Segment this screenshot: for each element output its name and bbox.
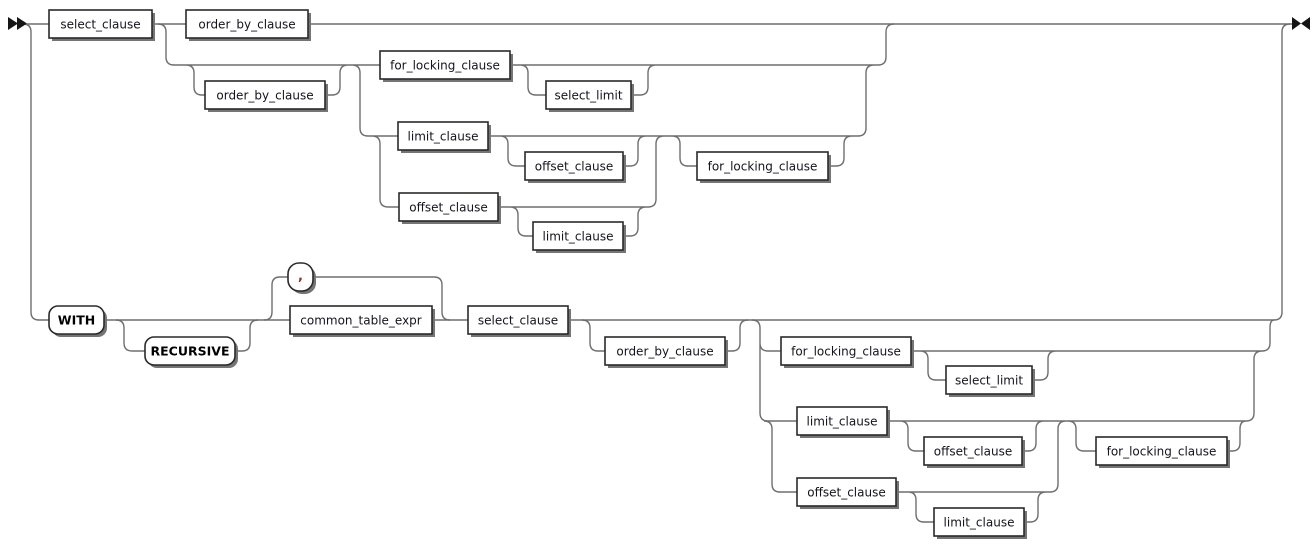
box-rect [398, 192, 499, 222]
box-rect [48, 9, 153, 39]
box-rect [287, 262, 314, 292]
start-arrow-icon [8, 17, 18, 30]
node-label: select_clause [478, 314, 558, 328]
node-label: offset_clause [409, 201, 487, 215]
node-offset-clause-4: offset_clause [796, 477, 899, 509]
node-label: limit_clause [944, 516, 1015, 530]
box-rect [185, 9, 309, 39]
node-label: select_limit [955, 374, 1023, 388]
box-rect [1095, 436, 1228, 466]
box-rect [780, 336, 912, 366]
node-label: limit_clause [543, 230, 614, 244]
node-select-clause-2: select_clause [467, 305, 571, 337]
node-label: RECURSIVE [151, 344, 230, 359]
node-label: order_by_clause [616, 345, 713, 359]
node-label: WITH [58, 313, 95, 328]
node-select-limit-2: select_limit [945, 365, 1035, 397]
box-rect [397, 121, 489, 151]
node-label: limit_clause [408, 130, 479, 144]
node-label: order_by_clause [216, 89, 313, 103]
node-recursive-keyword: RECURSIVE [144, 336, 238, 368]
node-label: limit_clause [807, 415, 878, 429]
start-marker [8, 17, 27, 30]
box-rect [545, 80, 632, 110]
node-order-by-clause-1: order_by_clause [185, 9, 311, 41]
node-offset-clause-3: offset_clause [923, 436, 1025, 468]
node-label: for_locking_clause [1107, 445, 1217, 459]
node-select-clause-1: select_clause [48, 9, 155, 41]
node-order-by-clause-3: order_by_clause [604, 336, 728, 368]
box-rect [933, 507, 1025, 537]
box-rect [796, 406, 888, 436]
box-rect [204, 80, 326, 110]
node-limit-clause-3: limit_clause [796, 406, 890, 438]
main-rule-lines [27, 23, 1292, 321]
node-label: offset_clause [807, 486, 885, 500]
box-rect [289, 305, 433, 335]
box-rect [604, 336, 726, 366]
end-arrow-icon [1292, 17, 1301, 30]
node-for-locking-clause-1: for_locking_clause [379, 50, 513, 82]
node-limit-clause-2: limit_clause [532, 221, 626, 253]
node-label: for_locking_clause [390, 59, 500, 73]
node-label: offset_clause [535, 160, 613, 174]
box-rect [48, 305, 105, 335]
node-label: for_locking_clause [708, 160, 818, 174]
node-for-locking-clause-4: for_locking_clause [1095, 436, 1230, 468]
box-rect [696, 151, 829, 181]
node-label: offset_clause [934, 445, 1012, 459]
node-order-by-clause-2: order_by_clause [204, 80, 328, 112]
box-rect [945, 365, 1033, 395]
end-arrow-icon [1301, 17, 1310, 30]
box-rect [467, 305, 569, 335]
start-arrow-icon [17, 17, 27, 30]
node-label: for_locking_clause [791, 345, 901, 359]
box-rect [379, 50, 511, 80]
node-with-keyword: WITH [48, 305, 107, 337]
node-offset-clause-2: offset_clause [398, 192, 501, 224]
box-rect [923, 436, 1023, 466]
node-label: select_clause [60, 18, 140, 32]
node-common-table-expr: common_table_expr [289, 305, 435, 337]
end-marker [1292, 17, 1310, 30]
node-comma-separator: , [287, 262, 316, 294]
box-rect [144, 336, 236, 366]
node-for-locking-clause-3: for_locking_clause [780, 336, 914, 368]
node-label: select_limit [554, 89, 622, 103]
box-rect [524, 151, 624, 181]
node-label: order_by_clause [198, 18, 295, 32]
bottom-branch-connectors [115, 23, 1291, 523]
box-rect [532, 221, 624, 251]
node-label: common_table_expr [300, 314, 422, 328]
top-branch-connectors [22, 23, 895, 321]
box-rect [796, 477, 897, 507]
node-limit-clause-4: limit_clause [933, 507, 1027, 539]
node-label: , [298, 269, 303, 284]
node-for-locking-clause-2: for_locking_clause [696, 151, 831, 183]
node-select-limit-1: select_limit [545, 80, 634, 112]
node-limit-clause-1: limit_clause [397, 121, 491, 153]
node-offset-clause-1: offset_clause [524, 151, 626, 183]
